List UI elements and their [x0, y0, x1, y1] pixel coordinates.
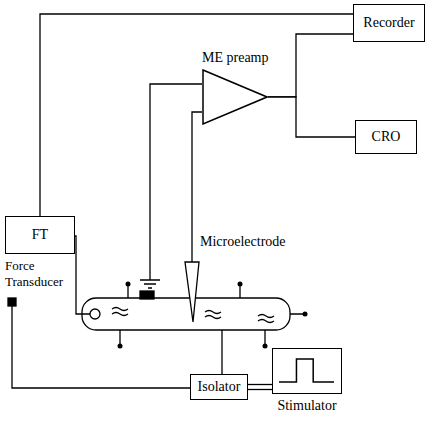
- amplifier-outline: [202, 69, 268, 125]
- box-outline: Isolator: [190, 374, 248, 400]
- signal-wire: [248, 385, 272, 390]
- box-outline: CRO: [355, 120, 417, 154]
- stimulator-outline: [272, 348, 342, 394]
- isolator-box: Isolator: [190, 374, 248, 400]
- box-label: FT: [32, 227, 48, 244]
- signal-wire: [268, 97, 355, 137]
- wire-path: [248, 389, 272, 390]
- box-outline: FT: [5, 216, 75, 254]
- signal-wire: [40, 14, 353, 216]
- caption-text: Force Transducer: [5, 258, 75, 289]
- ground-electrode: [140, 291, 154, 299]
- reference-electrode: [8, 298, 16, 306]
- pulse-symbol: [273, 349, 340, 392]
- box-label: CRO: [372, 129, 401, 146]
- signal-wire: [268, 34, 353, 97]
- wire-path: [268, 34, 353, 97]
- electrode-label: Microelectrode: [200, 234, 286, 251]
- microelectrode: [185, 262, 199, 322]
- tissue-chamber: [82, 298, 290, 330]
- box-outline: Recorder: [353, 4, 425, 42]
- recorder-box: Recorder: [353, 4, 425, 42]
- preamp-triangle: ME preamp: [202, 50, 268, 125]
- reference-wire: [12, 306, 190, 388]
- instrument-label: Stimulator: [272, 398, 342, 415]
- pin-dots: [118, 282, 308, 349]
- wire-path: [268, 97, 355, 137]
- stimulator-box: Stimulator: [272, 348, 342, 415]
- wire-path: [40, 14, 353, 216]
- wire-path: [248, 384, 272, 385]
- ground-symbol: [140, 280, 160, 288]
- force-transducer-box: FT Force Transducer: [5, 216, 75, 289]
- ground-wire: [150, 84, 202, 280]
- electrode-pins: [120, 284, 305, 346]
- amplifier-label: ME preamp: [202, 50, 268, 67]
- stimulus-wire: [221, 330, 222, 374]
- box-label: Recorder: [363, 15, 414, 32]
- amplifier-triangle: [202, 69, 268, 125]
- oscilloscope-box: CRO: [355, 120, 417, 154]
- box-label: Isolator: [198, 379, 241, 396]
- tissue-hook: [90, 309, 100, 319]
